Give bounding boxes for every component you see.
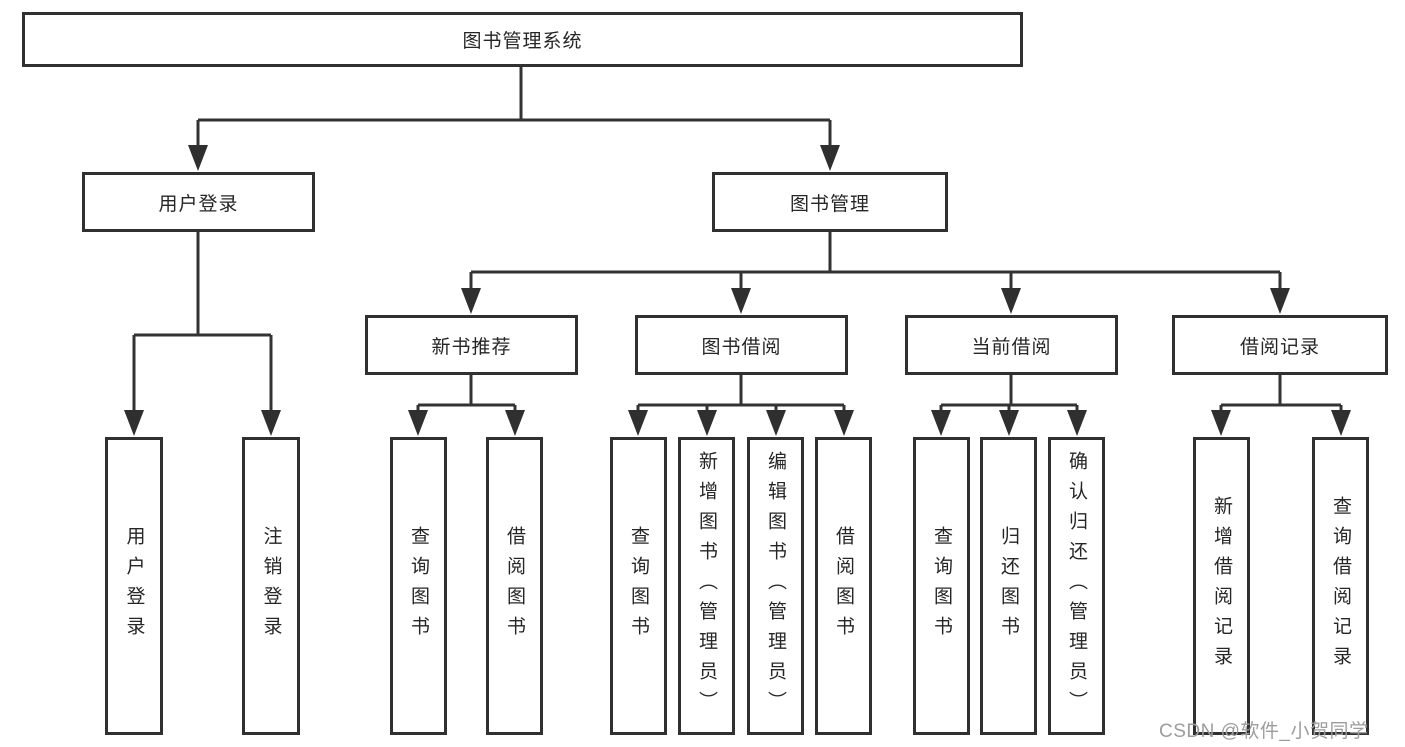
connector-lines	[132, 67, 1343, 430]
leaf-borrow-books: 借阅图书	[486, 437, 543, 735]
arrowhead-icon	[1331, 410, 1351, 436]
arrowhead-icon	[505, 410, 525, 436]
leaf-add-borrow-record: 新增借阅记录	[1193, 437, 1250, 735]
arrowhead-icon	[766, 410, 786, 436]
arrowhead-icon	[697, 410, 717, 436]
leaf-confirm-return-admin: 确认归还（管理员）	[1048, 437, 1105, 735]
csdn-watermark: CSDN @软件_小贺同学	[1159, 721, 1369, 742]
arrowhead-icon	[1270, 288, 1290, 314]
arrowhead-icon	[1211, 410, 1231, 436]
arrowhead-icon	[461, 288, 481, 314]
arrowhead-icon	[931, 410, 951, 436]
leaf-query-borrow-record: 查询借阅记录	[1312, 437, 1369, 735]
arrowhead-icon	[408, 410, 428, 436]
leaf-borrow-books: 借阅图书	[815, 437, 872, 735]
arrowhead-icon	[1067, 410, 1087, 436]
node-book-management: 图书管理	[712, 172, 948, 232]
arrowhead-icon	[834, 410, 854, 436]
leaf-query-books: 查询图书	[390, 437, 447, 735]
arrowhead-icon	[999, 410, 1019, 436]
arrowheads	[124, 145, 1351, 436]
arrowhead-icon	[188, 145, 208, 171]
leaf-edit-books-admin: 编辑图书（管理员）	[747, 437, 804, 735]
node-new-book-recommend: 新书推荐	[365, 315, 578, 375]
arrowhead-icon	[628, 410, 648, 436]
leaf-return-books: 归还图书	[980, 437, 1037, 735]
arrowhead-icon	[1001, 288, 1021, 314]
leaf-query-books: 查询图书	[913, 437, 970, 735]
leaf-add-books-admin: 新增图书（管理员）	[678, 437, 735, 735]
arrowhead-icon	[261, 410, 281, 436]
arrowhead-icon	[731, 288, 751, 314]
arrowhead-icon	[124, 410, 144, 436]
node-book-borrow: 图书借阅	[635, 315, 848, 375]
node-borrow-records: 借阅记录	[1172, 315, 1388, 375]
leaf-logout: 注销登录	[242, 437, 300, 735]
leaf-user-login: 用户登录	[105, 437, 163, 735]
arrowhead-icon	[820, 145, 840, 171]
leaf-query-books: 查询图书	[610, 437, 667, 735]
node-current-borrow: 当前借阅	[905, 315, 1118, 375]
node-root-system: 图书管理系统	[22, 12, 1023, 67]
node-user-login: 用户登录	[82, 172, 315, 232]
